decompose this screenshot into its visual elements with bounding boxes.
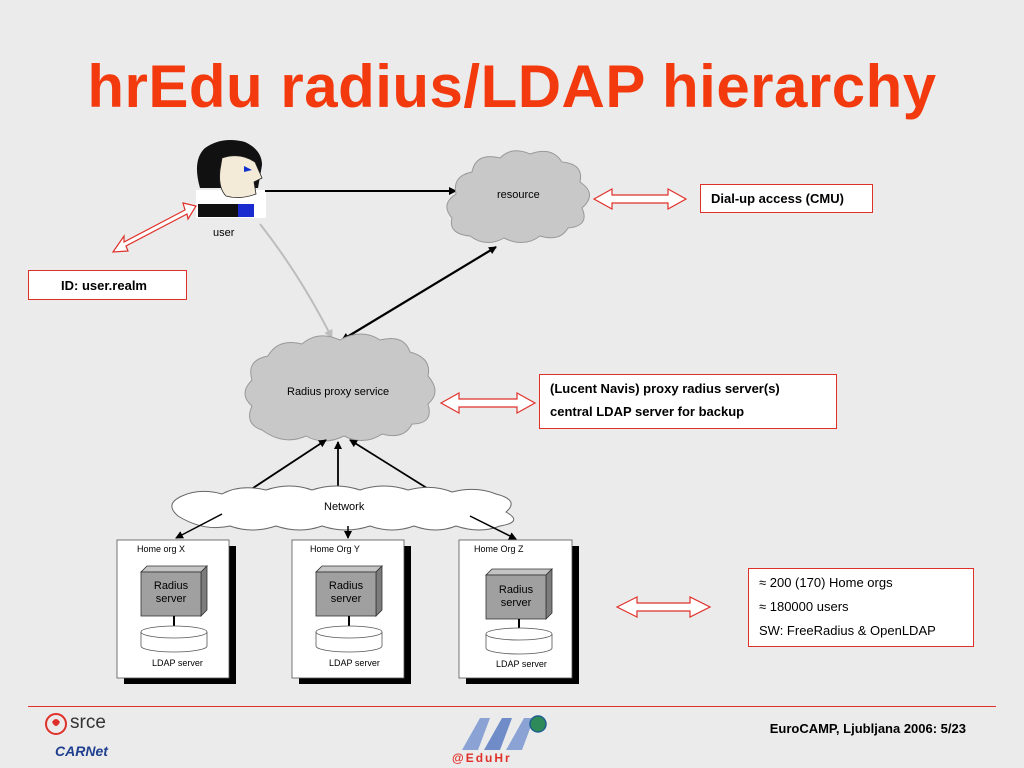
ldap-server-z-label: LDAP server	[496, 659, 547, 669]
stats-callout: ≈ 200 (170) Home orgs ≈ 180000 users SW:…	[748, 568, 974, 647]
proxy-callout: (Lucent Navis) proxy radius server(s) ce…	[539, 374, 837, 429]
arrow-resource-dialup	[592, 187, 688, 211]
proxy-callout-line2: central LDAP server for backup	[550, 404, 745, 419]
ldap-disk-y	[315, 625, 383, 653]
arrow-network-proxy-left	[249, 439, 327, 491]
radius-server-z-line1: Radius	[498, 584, 534, 596]
id-text: ID: user.realm	[61, 278, 147, 293]
radius-server-x-line2: server	[155, 593, 187, 605]
home-org-z-label: Home Org Z	[474, 544, 524, 554]
user-label: user	[213, 227, 235, 239]
stats-line1: ≈ 200 (170) Home orgs	[759, 575, 893, 590]
arrow-user-proxy	[259, 223, 333, 339]
network-cloud	[171, 485, 515, 531]
user-icon	[196, 140, 266, 218]
proxy-label: Radius proxy service	[287, 386, 390, 398]
arrow-network-org-z	[469, 515, 517, 540]
srce-logo-icon	[45, 713, 67, 735]
arrow-orgs-stats	[615, 596, 712, 618]
ldap-server-y-label: LDAP server	[329, 658, 380, 668]
ldap-disk-z	[485, 627, 553, 655]
radius-server-z-line2: server	[500, 597, 532, 609]
radius-server-y-line1: Radius	[328, 580, 364, 592]
dialup-text: Dial-up access (CMU)	[711, 191, 844, 206]
radius-server-x	[140, 565, 208, 617]
network-label: Network	[324, 501, 365, 513]
arrow-network-proxy-right	[349, 439, 431, 491]
radius-server-y	[315, 565, 383, 617]
aai-logo-icon	[462, 715, 547, 750]
stats-line3: SW: FreeRadius & OpenLDAP	[759, 623, 936, 638]
resource-cloud	[446, 150, 590, 243]
page-title: hrEdu radius/LDAP hierarchy	[87, 53, 937, 120]
ldap-disk-x	[140, 625, 208, 653]
radius-server-y-line2: server	[330, 593, 362, 605]
footer-divider	[28, 706, 996, 707]
srce-logo: srce	[70, 712, 106, 733]
home-org-z-panel	[458, 539, 579, 684]
proxy-callout-line1: (Lucent Navis) proxy radius server(s)	[550, 381, 780, 396]
resource-label: resource	[497, 189, 540, 201]
stats-line2: ≈ 180000 users	[759, 599, 849, 614]
home-org-x-panel	[116, 539, 236, 684]
eduhr-logo: @EduHr	[452, 751, 512, 765]
home-org-y-panel	[291, 539, 411, 684]
arrow-proxy-box	[439, 391, 537, 415]
arrow-network-org-x	[175, 513, 223, 539]
ldap-server-x-label: LDAP server	[152, 658, 203, 668]
radius-server-z	[485, 568, 553, 620]
home-org-y-label: Home Org Y	[310, 544, 360, 554]
carnet-logo: CARNet	[55, 743, 108, 759]
arrow-proxy-resource	[341, 246, 497, 341]
radius-server-x-line1: Radius	[153, 580, 189, 592]
home-org-x-label: Home org X	[137, 544, 186, 554]
arrow-id-user	[111, 202, 197, 253]
footer-slide-info: EuroCAMP, Ljubljana 2006: 5/23	[769, 721, 966, 736]
dialup-callout: Dial-up access (CMU)	[700, 184, 873, 213]
id-callout: ID: user.realm	[28, 270, 187, 300]
